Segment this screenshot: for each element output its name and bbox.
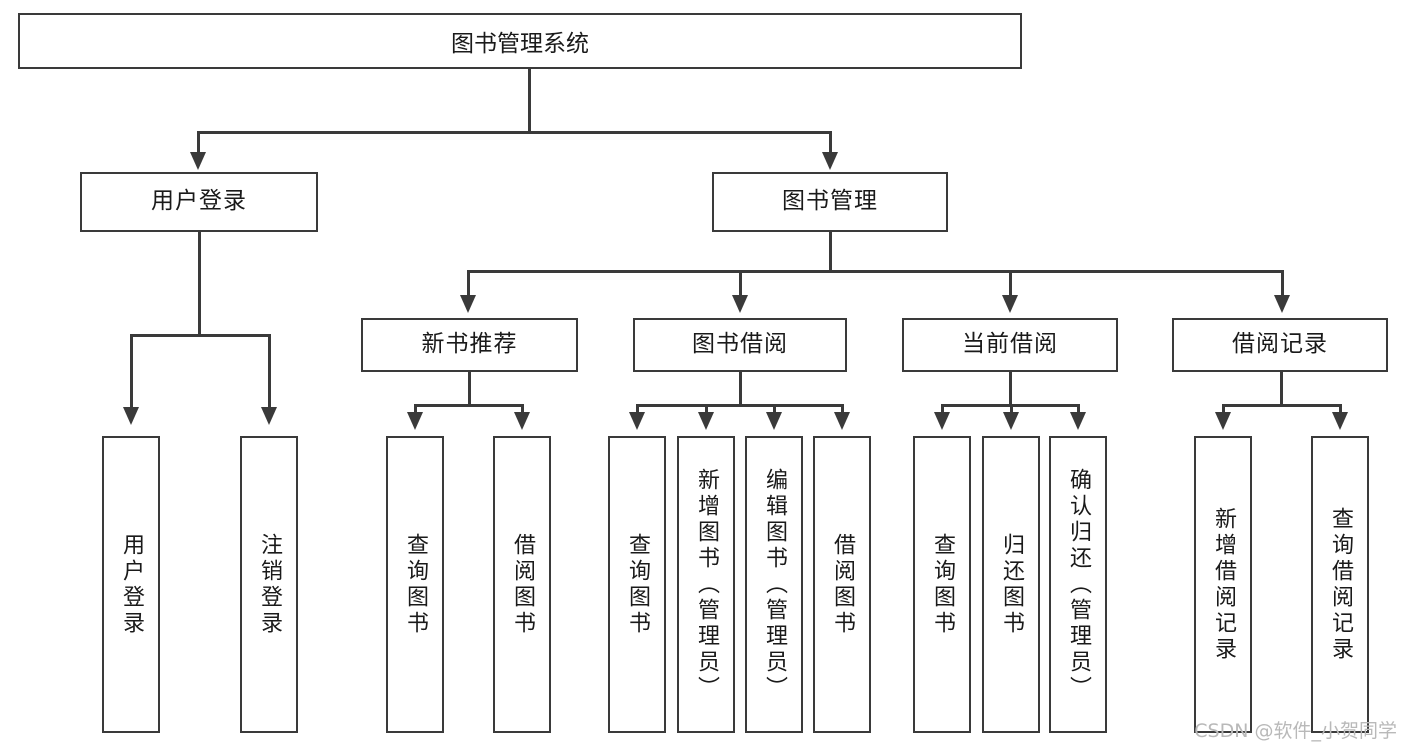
- connector-new-book-recommend-bus: [414, 404, 523, 407]
- arrowhead-leaf-return-book: [1003, 412, 1019, 430]
- arrowhead-leaf-borrow-book-2: [834, 412, 850, 430]
- connector-book-manage-stem: [829, 232, 832, 271]
- node-user-login-label: 用户登录: [151, 188, 247, 215]
- leaf-query-book-2-label: 查询图书: [625, 532, 650, 637]
- connector-cb-drop-2: [1010, 404, 1013, 414]
- connector-borrow-record-stem: [1280, 372, 1283, 405]
- leaf-edit-book-label: 编辑图书（管理员）: [762, 467, 787, 702]
- connector-br-drop-2: [1339, 404, 1342, 414]
- connector-bb-drop-3: [773, 404, 776, 414]
- node-current-borrow[interactable]: 当前借阅: [902, 318, 1118, 372]
- node-new-book-recommend-label: 新书推荐: [421, 331, 518, 358]
- connector-to-book-borrow: [739, 270, 742, 297]
- node-leaf-confirm-return[interactable]: 确认归还（管理员）: [1049, 436, 1107, 733]
- node-new-book-recommend[interactable]: 新书推荐: [361, 318, 578, 372]
- leaf-user-login-label: 用户登录: [119, 532, 144, 637]
- connector-to-current-borrow: [1009, 270, 1012, 297]
- node-leaf-query-book-2[interactable]: 查询图书: [608, 436, 666, 733]
- connector-user-login-drop-1: [130, 334, 133, 409]
- node-leaf-add-book[interactable]: 新增图书（管理员）: [677, 436, 735, 733]
- leaf-logout-label: 注销登录: [257, 532, 282, 637]
- connector-nbr-drop-2: [521, 404, 524, 414]
- connector-cb-drop-3: [1077, 404, 1080, 414]
- connector-level2-bus: [197, 131, 831, 134]
- leaf-add-book-label: 新增图书（管理员）: [694, 467, 719, 702]
- arrowhead-leaf-logout: [261, 407, 277, 425]
- arrowhead-leaf-query-book-2: [629, 412, 645, 430]
- node-borrow-record-label: 借阅记录: [1232, 331, 1328, 358]
- node-root[interactable]: 图书管理系统: [18, 13, 1022, 69]
- node-leaf-borrow-book-1[interactable]: 借阅图书: [493, 436, 551, 733]
- arrowhead-leaf-edit-book: [766, 412, 782, 430]
- node-book-manage[interactable]: 图书管理: [712, 172, 948, 232]
- node-current-borrow-label: 当前借阅: [962, 331, 1058, 358]
- node-leaf-query-record[interactable]: 查询借阅记录: [1311, 436, 1369, 733]
- connector-user-login-stem: [198, 232, 201, 336]
- arrowhead-borrow-record: [1274, 295, 1290, 313]
- arrowhead-leaf-user-login: [123, 407, 139, 425]
- connector-bb-drop-1: [636, 404, 639, 414]
- leaf-confirm-return-label: 确认归还（管理员）: [1066, 467, 1091, 702]
- connector-user-login-bus: [130, 334, 268, 337]
- arrowhead-book-manage: [822, 152, 838, 170]
- connector-cb-drop-1: [941, 404, 944, 414]
- arrowhead-user-login: [190, 152, 206, 170]
- leaf-query-book-3-label: 查询图书: [930, 532, 955, 637]
- node-book-manage-label: 图书管理: [782, 188, 878, 215]
- leaf-borrow-book-1-label: 借阅图书: [510, 532, 535, 637]
- arrowhead-new-book-recommend: [460, 295, 476, 313]
- connector-borrow-record-bus: [1222, 404, 1341, 407]
- arrowhead-leaf-confirm-return: [1070, 412, 1086, 430]
- arrowhead-leaf-query-book-3: [934, 412, 950, 430]
- watermark-text: CSDN @软件_小贺同学: [1194, 720, 1397, 742]
- connector-book-borrow-bus: [636, 404, 843, 407]
- node-user-login[interactable]: 用户登录: [80, 172, 318, 232]
- node-leaf-borrow-book-2[interactable]: 借阅图书: [813, 436, 871, 733]
- connector-br-drop-1: [1222, 404, 1225, 414]
- node-leaf-logout[interactable]: 注销登录: [240, 436, 298, 733]
- node-leaf-query-book-3[interactable]: 查询图书: [913, 436, 971, 733]
- connector-bb-drop-2: [705, 404, 708, 414]
- arrowhead-leaf-add-record: [1215, 412, 1231, 430]
- arrowhead-leaf-query-book-1: [407, 412, 423, 430]
- connector-bb-drop-4: [841, 404, 844, 414]
- leaf-borrow-book-2-label: 借阅图书: [830, 532, 855, 637]
- connector-to-book-manage: [829, 131, 832, 155]
- connector-user-login-drop-2: [268, 334, 271, 409]
- node-leaf-add-record[interactable]: 新增借阅记录: [1194, 436, 1252, 733]
- connector-to-borrow-record: [1281, 270, 1284, 297]
- node-borrow-record[interactable]: 借阅记录: [1172, 318, 1388, 372]
- connector-nbr-drop-1: [414, 404, 417, 414]
- leaf-return-book-label: 归还图书: [999, 532, 1024, 637]
- connector-root-stem: [528, 69, 531, 132]
- node-book-borrow[interactable]: 图书借阅: [633, 318, 847, 372]
- connector-new-book-recommend-stem: [468, 372, 471, 405]
- connector-level3-bus: [467, 270, 1284, 273]
- arrowhead-book-borrow: [732, 295, 748, 313]
- node-leaf-return-book[interactable]: 归还图书: [982, 436, 1040, 733]
- node-book-borrow-label: 图书借阅: [692, 331, 788, 358]
- node-root-label: 图书管理系统: [451, 31, 589, 57]
- arrowhead-current-borrow: [1002, 295, 1018, 313]
- node-leaf-edit-book[interactable]: 编辑图书（管理员）: [745, 436, 803, 733]
- connector-current-borrow-stem: [1009, 372, 1012, 405]
- leaf-query-record-label: 查询借阅记录: [1328, 506, 1353, 663]
- node-leaf-query-book-1[interactable]: 查询图书: [386, 436, 444, 733]
- leaf-query-book-1-label: 查询图书: [403, 532, 428, 637]
- node-leaf-user-login[interactable]: 用户登录: [102, 436, 160, 733]
- arrowhead-leaf-query-record: [1332, 412, 1348, 430]
- connector-book-borrow-stem: [739, 372, 742, 405]
- leaf-add-record-label: 新增借阅记录: [1211, 506, 1236, 663]
- arrowhead-leaf-add-book: [698, 412, 714, 430]
- arrowhead-leaf-borrow-book-1: [514, 412, 530, 430]
- connector-to-new-book-recommend: [467, 270, 470, 297]
- connector-to-user-login: [197, 131, 200, 155]
